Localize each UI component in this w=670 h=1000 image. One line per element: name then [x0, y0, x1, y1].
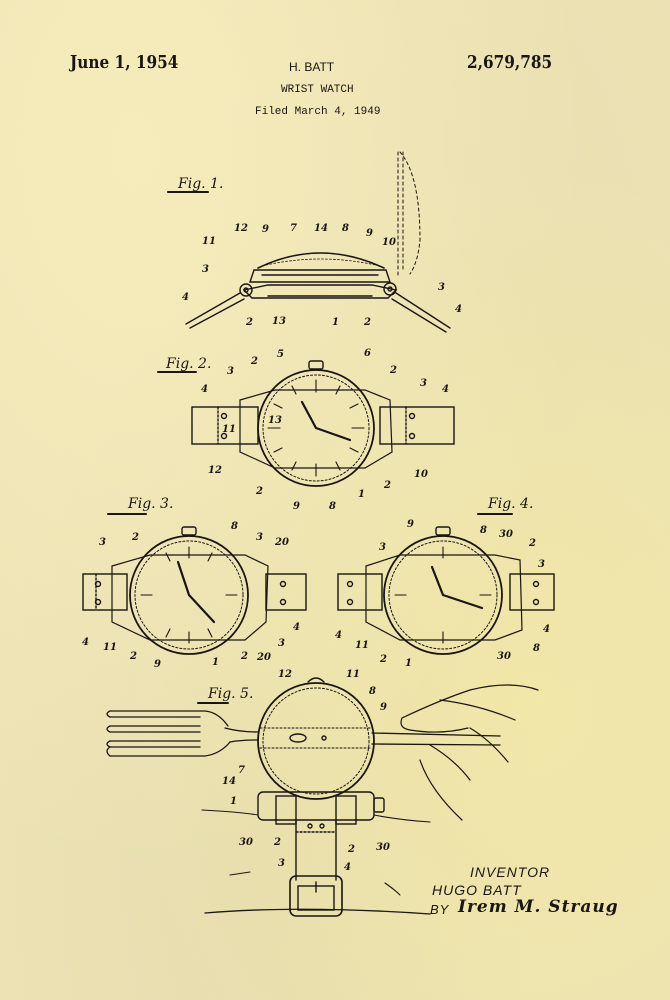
svg-text:14: 14 [314, 223, 328, 234]
svg-text:3: 3 [420, 378, 427, 389]
svg-text:1: 1 [332, 317, 339, 328]
svg-text:30: 30 [499, 529, 513, 540]
svg-text:1: 1 [212, 657, 219, 668]
svg-text:2: 2 [131, 532, 139, 543]
svg-text:4: 4 [344, 862, 351, 873]
fig-1-label: Fig. 1. [177, 176, 223, 192]
attorney-signature: Irem M. Straug [458, 897, 619, 917]
svg-text:2: 2 [273, 837, 281, 848]
issue-date: June 1, 1954 [70, 52, 179, 73]
svg-text:4: 4 [293, 622, 300, 633]
svg-text:30: 30 [376, 842, 390, 853]
svg-text:3: 3 [379, 542, 386, 553]
svg-text:4: 4 [442, 384, 449, 395]
figure-5: Fig. 5. [106, 669, 539, 917]
svg-text:2: 2 [347, 844, 355, 855]
svg-text:14: 14 [222, 776, 236, 787]
svg-text:3: 3 [202, 264, 209, 275]
svg-text:11: 11 [346, 669, 360, 680]
svg-text:13: 13 [272, 316, 286, 327]
svg-text:4: 4 [543, 624, 550, 635]
svg-text:3: 3 [438, 282, 445, 293]
inventor-label: INVENTOR [470, 864, 551, 880]
svg-text:2: 2 [129, 651, 137, 662]
svg-text:9: 9 [366, 228, 373, 239]
svg-text:2: 2 [245, 317, 253, 328]
patent-title: WRIST WATCH [281, 84, 354, 96]
svg-text:30: 30 [497, 651, 511, 662]
svg-text:9: 9 [293, 501, 300, 512]
svg-text:2: 2 [255, 486, 263, 497]
svg-text:8: 8 [533, 643, 540, 654]
svg-text:3: 3 [538, 559, 545, 570]
inventor-header: H. BATT [289, 60, 335, 74]
svg-text:3: 3 [256, 532, 263, 543]
svg-text:4: 4 [455, 304, 462, 315]
fig-4-label: Fig. 4. [487, 496, 533, 512]
svg-text:20: 20 [274, 537, 289, 548]
svg-text:4: 4 [201, 384, 208, 395]
fig-5-label: Fig. 5. [207, 686, 253, 702]
svg-text:8: 8 [369, 686, 376, 697]
inventor-name: HUGO BATT [432, 882, 522, 898]
svg-text:12: 12 [278, 669, 292, 680]
svg-text:20: 20 [256, 652, 271, 663]
svg-text:6: 6 [364, 348, 371, 359]
svg-text:5: 5 [277, 349, 284, 360]
svg-text:1: 1 [230, 796, 237, 807]
svg-text:3: 3 [99, 537, 106, 548]
svg-text:8: 8 [342, 223, 349, 234]
svg-text:13: 13 [268, 415, 282, 426]
svg-text:7: 7 [238, 765, 245, 776]
svg-text:2: 2 [389, 365, 397, 376]
svg-text:9: 9 [380, 702, 387, 713]
svg-text:2: 2 [363, 317, 371, 328]
svg-text:11: 11 [222, 424, 236, 435]
svg-text:3: 3 [278, 638, 285, 649]
svg-text:30: 30 [239, 837, 253, 848]
svg-text:11: 11 [355, 640, 369, 651]
svg-text:4: 4 [335, 630, 342, 641]
svg-text:4: 4 [82, 637, 89, 648]
svg-text:3: 3 [227, 366, 234, 377]
svg-text:7: 7 [290, 223, 297, 234]
svg-text:9: 9 [262, 224, 269, 235]
svg-text:1: 1 [405, 658, 412, 669]
figure-4: Fig. 4. 9 8 30 2 3 3 4 11 2 1 30 8 4 [335, 496, 555, 669]
svg-text:1: 1 [358, 489, 365, 500]
svg-text:2: 2 [250, 356, 258, 367]
svg-text:10: 10 [382, 237, 396, 248]
fig-3-label: Fig. 3. [127, 496, 173, 512]
svg-text:9: 9 [154, 659, 161, 670]
svg-text:12: 12 [234, 223, 248, 234]
svg-text:8: 8 [480, 525, 487, 536]
patent-number: 2,679,785 [467, 52, 553, 73]
svg-text:8: 8 [231, 521, 238, 532]
svg-text:11: 11 [103, 642, 117, 653]
filed-date: Filed March 4, 1949 [255, 106, 381, 118]
svg-text:10: 10 [414, 469, 428, 480]
svg-text:11: 11 [202, 236, 216, 247]
svg-text:2: 2 [379, 654, 387, 665]
svg-text:2: 2 [383, 480, 391, 491]
svg-text:8: 8 [329, 501, 336, 512]
svg-text:12: 12 [208, 465, 222, 476]
by-label: BY [430, 902, 450, 917]
svg-text:4: 4 [182, 292, 189, 303]
svg-text:3: 3 [278, 858, 285, 869]
svg-text:2: 2 [528, 538, 536, 549]
fig-2-label: Fig. 2. [165, 356, 211, 372]
svg-text:9: 9 [407, 519, 414, 530]
svg-text:2: 2 [240, 651, 248, 662]
